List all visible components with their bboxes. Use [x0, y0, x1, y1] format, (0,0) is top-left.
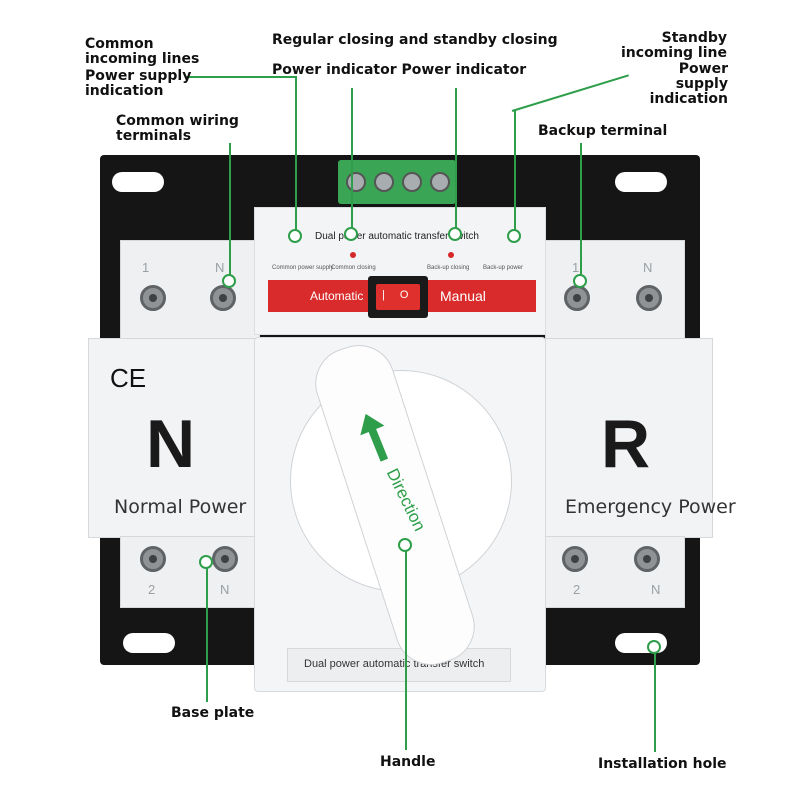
terminal-label: N [220, 582, 230, 597]
leader-dot [199, 555, 213, 569]
led-backup-closing [448, 252, 454, 258]
led-common-closing [350, 252, 356, 258]
leader-line [514, 110, 516, 232]
leader-line [511, 74, 629, 112]
leader-dot [507, 229, 521, 243]
terminal-screw [634, 546, 660, 572]
terminal-module-top-left [120, 240, 260, 340]
callout-power-supply-indication-right: Power supply indication [649, 61, 728, 107]
terminal-label: N [643, 260, 653, 275]
terminal-screw [140, 546, 166, 572]
terminal-label: N [215, 260, 225, 275]
normal-power-caption: Normal Power [114, 496, 247, 518]
terminal-screw [210, 285, 236, 311]
callout-standby-incoming-line: Standby incoming line [621, 30, 727, 61]
terminal-label: 2 [573, 582, 581, 597]
terminal-screw-4 [430, 172, 450, 192]
leader-dot [344, 227, 358, 241]
leader-dot [288, 229, 302, 243]
emergency-letter: R [601, 406, 651, 482]
led-label-common-closing: Common closing [331, 265, 376, 271]
callout-power-supply-indication-left: Power supply indication [85, 68, 192, 99]
terminal-module-bottom-left [120, 536, 260, 608]
leader-line [405, 545, 407, 750]
installation-hole-top-right [615, 172, 667, 192]
terminal-screw [636, 285, 662, 311]
leader-dot [398, 538, 412, 552]
callout-handle: Handle [380, 754, 436, 770]
led-label-backup-power: Back-up power [483, 265, 524, 271]
emergency-power-band [545, 338, 713, 538]
callout-power-indicator-pair: Power indicator Power indicator [272, 62, 527, 78]
callout-base-plate: Base plate [171, 705, 255, 721]
terminal-label: N [651, 582, 661, 597]
leader-line [580, 143, 582, 277]
leader-dot [647, 640, 661, 654]
terminal-label: 2 [148, 582, 156, 597]
terminal-block [338, 160, 456, 204]
terminal-screw [562, 546, 588, 572]
normal-letter: N [146, 406, 196, 482]
indicator-panel-title: Dual power automatic transfer switch [315, 231, 479, 242]
mode-toggle-text: | O [382, 289, 415, 301]
callout-common-incoming-lines: Common incoming lines [85, 36, 200, 67]
leader-line [295, 76, 297, 232]
installation-hole-top-left [112, 172, 164, 192]
leader-line [455, 88, 457, 229]
bottom-title: Dual power automatic transfer switch [304, 658, 485, 670]
terminal-label: 1 [572, 260, 580, 275]
mode-toggle-switch[interactable]: | O [368, 276, 428, 318]
leader-line [229, 143, 231, 277]
terminal-screw [564, 285, 590, 311]
mode-automatic-label: Automatic [310, 289, 364, 303]
callout-common-wiring-terminals: Common wiring terminals [116, 113, 239, 144]
leader-line [206, 562, 208, 702]
leader-line [186, 76, 296, 78]
leader-dot [573, 274, 587, 288]
emergency-power-caption: Emergency Power [565, 496, 736, 518]
leader-dot [222, 274, 236, 288]
callout-installation-hole: Installation hole [598, 756, 727, 772]
ce-mark: CE [110, 363, 147, 393]
terminal-screw [212, 546, 238, 572]
direction-arrow-icon [360, 413, 389, 462]
terminal-screw-1 [346, 172, 366, 192]
leader-line [654, 648, 656, 752]
mode-manual-label: Manual [440, 288, 486, 304]
mode-toggle-rocker [376, 284, 420, 310]
installation-hole-bottom-left [123, 633, 175, 653]
terminal-screw [140, 285, 166, 311]
terminal-label: 1 [142, 260, 150, 275]
terminal-module-bottom-right [545, 536, 685, 608]
callout-regular-standby-closing: Regular closing and standby closing [272, 32, 558, 48]
leader-dot [448, 227, 462, 241]
led-label-common-power: Common power supply [272, 265, 334, 271]
leader-line [351, 88, 353, 229]
normal-power-band [88, 338, 260, 538]
led-label-backup-closing: Back-up closing [427, 265, 470, 271]
terminal-screw-3 [402, 172, 422, 192]
callout-backup-terminal: Backup terminal [538, 123, 668, 139]
terminal-screw-2 [374, 172, 394, 192]
bottom-title-plate [287, 648, 511, 682]
